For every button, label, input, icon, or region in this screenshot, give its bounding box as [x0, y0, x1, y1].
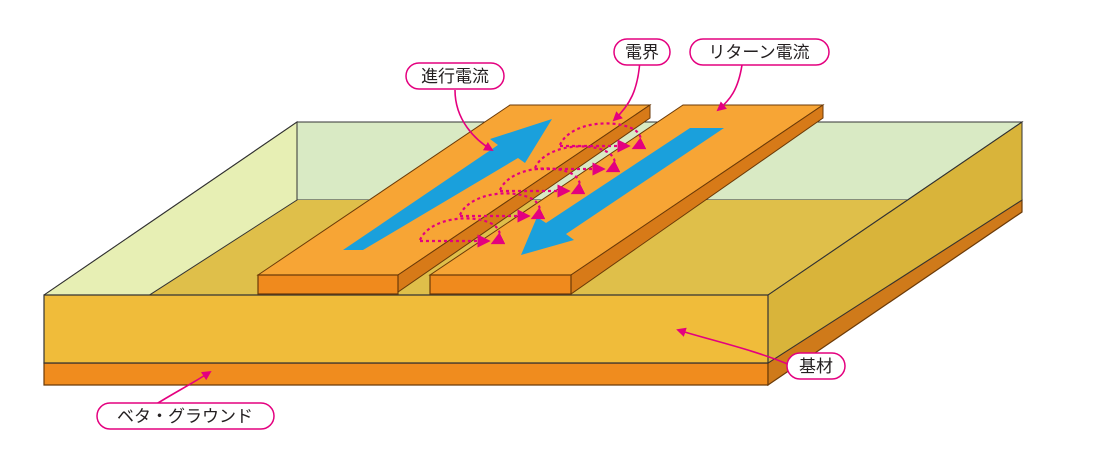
label-forward-current: 進行電流 [405, 62, 505, 90]
label-substrate: 基材 [786, 352, 846, 380]
label-return-current: リターン電流 [689, 38, 830, 66]
forward-current-arrow [343, 119, 552, 250]
substrate-text: 基材 [799, 357, 833, 377]
label-ground: ベタ・グラウンド [96, 402, 275, 430]
label-electric-field: 電界 [613, 38, 671, 66]
electric-field-text: 電界 [625, 43, 659, 63]
return-current-text: リターン電流 [708, 43, 809, 63]
electric-field-lines [418, 122, 647, 248]
forward-current-text: 進行電流 [421, 67, 489, 87]
callout-leaders [149, 59, 791, 409]
ground-text: ベタ・グラウンド [117, 407, 253, 427]
return-current-arrow [521, 128, 724, 255]
